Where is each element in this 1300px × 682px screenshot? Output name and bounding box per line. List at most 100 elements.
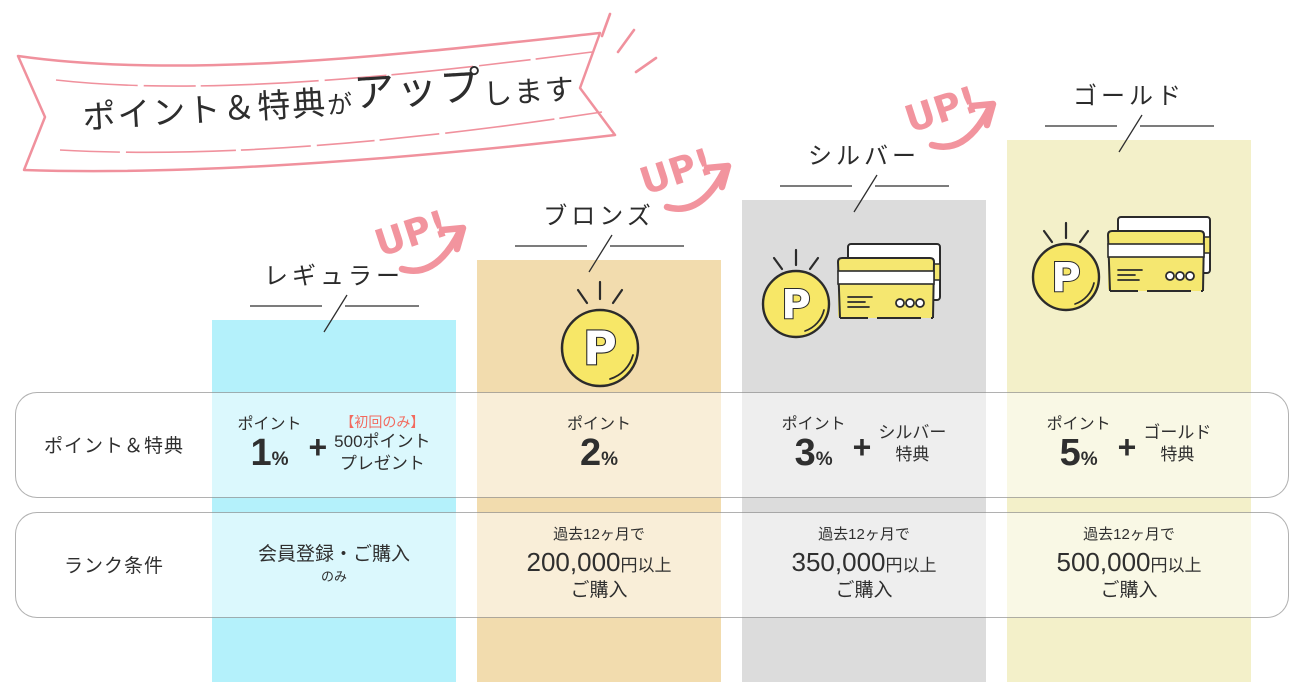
tier-underline xyxy=(515,234,684,273)
bonus-line2: 特典 xyxy=(895,445,930,464)
benefits-cell-bronze: ポイント 2% xyxy=(477,392,721,496)
condition-line1: 会員登録・ご購入 xyxy=(257,543,410,565)
banner-title-up: アップ xyxy=(352,62,484,117)
up-arrow-icon-1: UP! xyxy=(374,205,467,274)
rank-cell-gold: 過去12ヶ月で 500,000円以上 ご購入 xyxy=(1007,512,1251,616)
condition-line1: 過去12ヶ月で xyxy=(553,525,645,543)
point-rate: ポイント 5% xyxy=(1047,416,1111,473)
tier-underline xyxy=(1045,114,1214,153)
point-coin-icon: P xyxy=(560,280,640,388)
tier-name-bronze: ブロンズ xyxy=(543,204,655,230)
condition-amount-unit: 円以上 xyxy=(1150,555,1202,575)
coin-letter: P xyxy=(1051,255,1080,301)
banner-ribbon-art xyxy=(16,12,658,173)
bonus-text: 【初回のみ】 500ポイント プレゼント xyxy=(334,413,430,475)
up-arrow-curve xyxy=(928,103,994,150)
bonus-line1: ゴールド xyxy=(1143,422,1212,442)
banner-ribbon xyxy=(6,0,666,200)
rank-cell-regular: 会員登録・ご購入 のみ xyxy=(212,512,456,616)
condition-text: 過去12ヶ月で 500,000円以上 ご購入 xyxy=(1057,526,1202,603)
rank-cell-bronze: 過去12ヶ月で 200,000円以上 ご購入 xyxy=(477,512,721,616)
point-unit: % xyxy=(271,449,289,471)
tier-header-bronze: ブロンズ xyxy=(477,202,721,274)
bonus-text: ゴールド 特典 xyxy=(1143,422,1211,466)
rank-cell-silver: 過去12ヶ月で 350,000円以上 ご購入 xyxy=(742,512,986,616)
tier-header-silver: シルバー xyxy=(742,142,986,214)
row-band-benefits xyxy=(15,392,1289,498)
condition-line1: 過去12ヶ月で xyxy=(818,525,910,543)
point-label: ポイント xyxy=(566,415,631,433)
point-label: ポイント xyxy=(1046,415,1111,433)
benefits-cell-silver: ポイント 3% + シルバー 特典 xyxy=(742,392,986,496)
row-label-benefits: ポイント＆特典 xyxy=(43,435,184,457)
condition-amount: 200,000 xyxy=(526,546,621,577)
banner-title-ga: が xyxy=(326,91,356,120)
benefits-cell-gold: ポイント 5% + ゴールド 特典 xyxy=(1007,392,1251,496)
condition-text: 会員登録・ご購入 のみ xyxy=(258,543,410,586)
bonus-line1: シルバー xyxy=(878,422,947,442)
up-arrow-head xyxy=(968,100,997,129)
tier-header-regular: レギュラー xyxy=(212,262,456,334)
plus-sign: + xyxy=(1117,429,1137,465)
point-rate: ポイント 3% xyxy=(782,416,846,473)
condition-amount-unit: 円以上 xyxy=(620,555,672,575)
point-value: 1 xyxy=(250,432,272,475)
point-rate: ポイント 1% xyxy=(237,416,301,473)
up-arrow-curve xyxy=(398,227,464,274)
sparkle-icon xyxy=(600,12,658,74)
up-arrow-head xyxy=(703,162,732,191)
ribbon-inner-line-bottom xyxy=(59,111,603,154)
condition-text: 過去12ヶ月で 200,000円以上 ご購入 xyxy=(527,526,672,603)
point-value: 5 xyxy=(1059,432,1081,475)
up-arrow-curve xyxy=(663,165,729,212)
condition-amount: 350,000 xyxy=(791,546,886,577)
condition-line1: 過去12ヶ月で xyxy=(1083,525,1175,543)
condition-amount-unit: 円以上 xyxy=(885,555,937,575)
coin-sparkle-icon xyxy=(772,248,820,271)
bonus-note: 【初回のみ】 xyxy=(340,413,425,430)
tier-name-regular: レギュラー xyxy=(264,264,404,290)
coin-letter: P xyxy=(781,282,810,328)
plus-sign: + xyxy=(852,429,872,465)
row-label-rank: ランク条件 xyxy=(63,555,164,577)
bonus-text: シルバー 特典 xyxy=(878,422,946,466)
plus-sign: + xyxy=(308,429,328,465)
point-unit: % xyxy=(601,449,619,471)
point-value: 2 xyxy=(579,432,602,475)
credit-cards-icon xyxy=(1106,216,1211,292)
row-band-rank xyxy=(15,512,1289,618)
bonus-line2: 特典 xyxy=(1160,445,1195,464)
tier-header-gold: ゴールド xyxy=(1007,82,1251,154)
up-arrow-icon-2: UP! xyxy=(639,143,732,212)
condition-line3: ご購入 xyxy=(570,579,628,601)
banner-title-shimasu: します xyxy=(482,73,577,112)
tier-column-regular xyxy=(212,320,456,682)
condition-line2: のみ xyxy=(320,569,347,585)
point-coin-and-cards-icon-silver: P xyxy=(761,243,941,339)
benefits-cell-regular: ポイント 1% + 【初回のみ】 500ポイント プレゼント xyxy=(212,392,456,496)
up-arrow-icon-3: UP! xyxy=(904,81,997,150)
ribbon-inner-line-top xyxy=(55,51,593,87)
coin-sparkle-icon xyxy=(576,280,624,305)
point-label: ポイント xyxy=(781,415,846,433)
condition-text: 過去12ヶ月で 350,000円以上 ご購入 xyxy=(792,526,937,603)
bonus-line2: プレゼント xyxy=(339,454,425,474)
point-value: 3 xyxy=(794,432,816,475)
point-coin-and-cards-icon-gold: P xyxy=(1031,216,1211,312)
tier-underline xyxy=(780,174,949,213)
bonus-line1: 500ポイント xyxy=(334,432,431,451)
point-unit: % xyxy=(815,449,833,471)
coin-sparkle-icon xyxy=(1042,221,1090,244)
coin-letter: P xyxy=(583,321,617,375)
tier-underline xyxy=(250,294,419,333)
condition-line3: ご購入 xyxy=(1100,579,1158,601)
tier-name-gold: ゴールド xyxy=(1073,84,1185,110)
tier-name-silver: シルバー xyxy=(808,144,920,170)
point-unit: % xyxy=(1080,449,1098,471)
condition-amount: 500,000 xyxy=(1056,546,1151,577)
up-arrow-head xyxy=(438,224,467,253)
point-label: ポイント xyxy=(237,415,302,433)
point-rate: ポイント 2% xyxy=(567,416,631,473)
credit-cards-icon xyxy=(836,243,941,319)
